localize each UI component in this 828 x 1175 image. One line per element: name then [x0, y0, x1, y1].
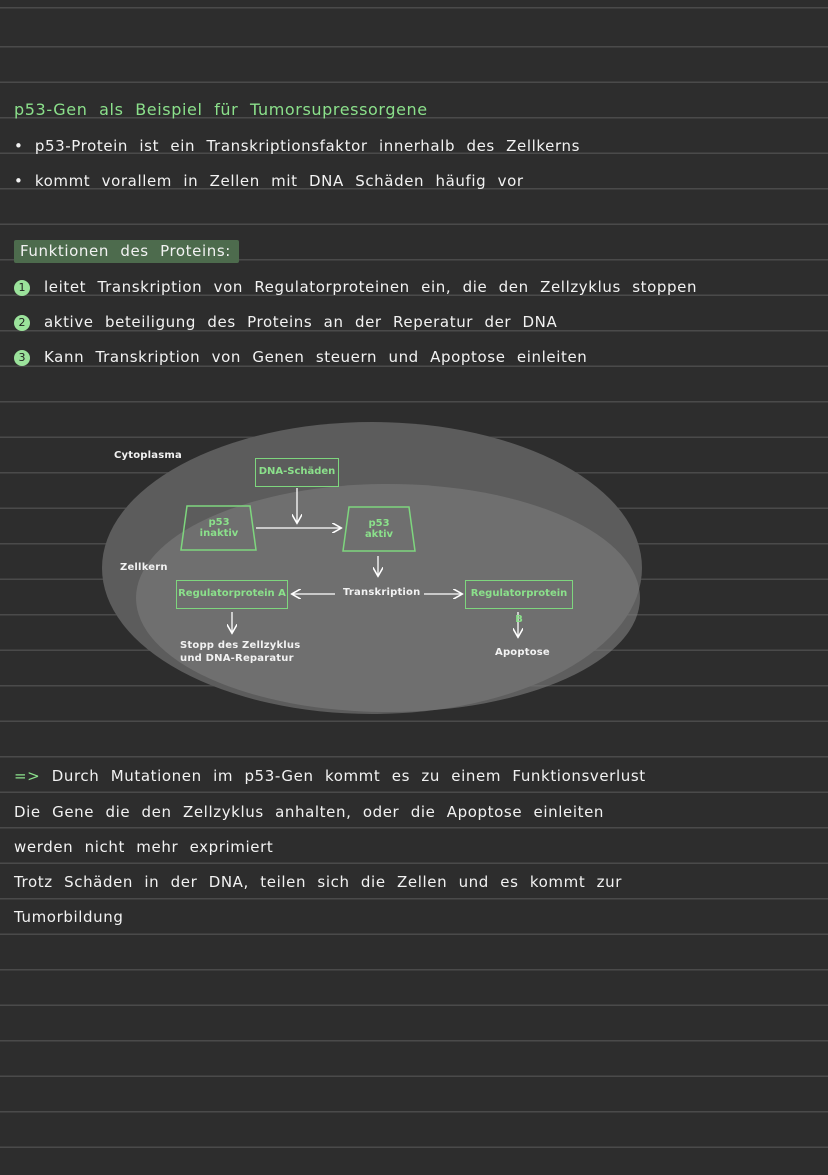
p53-diagram: Cytoplasma Zellkern DNA-Schäden p53 inak…	[0, 420, 828, 730]
function-item-2: 2 aktive beteiligung des Proteins an der …	[14, 313, 557, 331]
conclusion-text: Durch Mutationen im p53-Gen kommt es zu …	[51, 767, 646, 785]
stopp-line-2: und DNA-Reparatur	[180, 653, 294, 664]
regulator-b-box: Regulatorprotein B	[465, 580, 573, 625]
implies-arrow: =>	[14, 767, 41, 785]
cytoplasma-label: Cytoplasma	[114, 450, 182, 461]
function-item-1: 1 leitet Transkription von Regulatorprote…	[14, 278, 697, 296]
p53-aktiv-shape	[342, 506, 416, 552]
p53-inaktiv-label: p53 inaktiv	[186, 517, 252, 539]
apoptose-label: Apoptose	[495, 647, 550, 658]
function-text: Kann Transkription von Genen steuern und…	[44, 348, 588, 366]
conclusion-line-2: Die Gene die den Zellzyklus anhalten, od…	[14, 803, 605, 821]
zellkern-shape	[136, 484, 640, 712]
conclusion-line-3: werden nicht mehr exprimiert	[14, 838, 274, 856]
zellkern-label: Zellkern	[120, 562, 168, 573]
diagram-shapes	[102, 422, 642, 714]
functions-heading: Funktionen des Proteins:	[14, 240, 239, 263]
conclusion-line-1: => Durch Mutationen im p53-Gen kommt es …	[14, 767, 646, 785]
bullet-item-2: • kommt vorallem in Zellen mit DNA Schäd…	[14, 172, 524, 190]
stopp-label: Stopp des Zellzyklus und DNA-Reparatur	[180, 639, 300, 665]
stopp-line-1: Stopp des Zellzyklus	[180, 640, 301, 651]
bullet-item-1: • p53-Protein ist ein Transkriptionsfakt…	[14, 137, 581, 155]
number-badge: 3	[14, 350, 30, 366]
function-item-3: 3 Kann Transkription von Genen steuern un…	[14, 348, 587, 366]
bullet-text: p53-Protein ist ein Transkriptionsfaktor…	[34, 137, 581, 155]
number-badge: 2	[14, 315, 30, 331]
p53-label: p53	[368, 518, 390, 529]
transkription-label: Transkription	[343, 587, 421, 598]
number-badge: 1	[14, 280, 30, 296]
p53-label: p53	[208, 517, 230, 528]
page-title: p53-Gen als Beispiel für Tumorsupressorg…	[14, 100, 428, 119]
conclusion-line-5: Tumorbildung	[14, 908, 124, 926]
p53-inaktiv-shape	[180, 505, 257, 551]
inaktiv-label: inaktiv	[199, 528, 239, 539]
bullet-text: kommt vorallem in Zellen mit DNA Schäden…	[34, 172, 524, 190]
aktiv-label: aktiv	[364, 529, 394, 540]
dna-schaeden-box: DNA-Schäden	[255, 458, 339, 487]
function-text: aktive beteiligung des Proteins an der R…	[44, 313, 558, 331]
p53-aktiv-label: p53 aktiv	[346, 518, 412, 540]
function-text: leitet Transkription von Regulatorprotei…	[44, 278, 698, 296]
conclusion-line-4: Trotz Schäden in der DNA, teilen sich di…	[14, 873, 623, 891]
regulator-a-box: Regulatorprotein A	[176, 580, 288, 609]
